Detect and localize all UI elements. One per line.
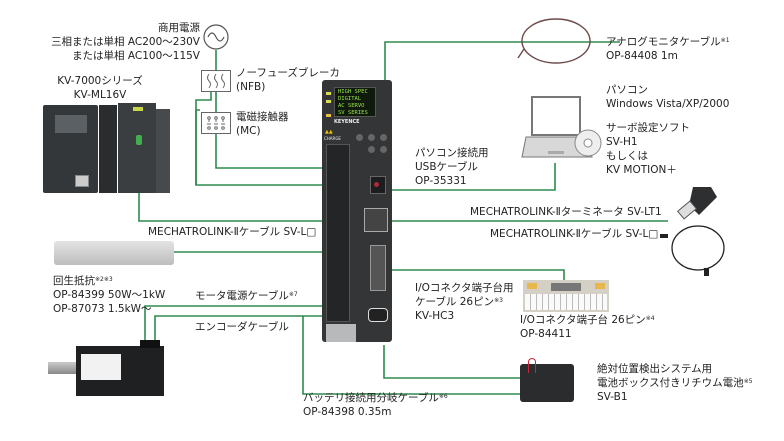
wire-battery-branch [302, 316, 520, 395]
wire-amp-battery [383, 345, 520, 379]
contactor-icon [201, 112, 231, 134]
wire-encoder [154, 315, 348, 342]
power-supply-spec-2: または単相 AC100〜115V [72, 50, 200, 62]
mc-abbr: (MC) [236, 125, 261, 137]
io-terminal-image [523, 280, 609, 312]
battery-name: 絶対位置検出システム用 [597, 363, 713, 375]
battery-model: SV-B1 [597, 391, 628, 403]
amp-button-enter[interactable] [380, 146, 387, 153]
amp-button-set[interactable] [380, 134, 387, 141]
servo-amplifier-image: HIGH SPEC DIGITAL AC SERVO SV SERIES KEY… [322, 80, 392, 348]
analog-cable-name-text: アナログモニタケーブル [606, 36, 721, 48]
amp-charge-label: CHARGE [324, 136, 341, 141]
mc-label: 電磁接触器 [236, 111, 289, 123]
wire-mc-main [215, 130, 348, 169]
lcd-line-2: DIGITAL [338, 96, 362, 102]
battery-cable-name: バッテリ接続用分岐ケーブル※6 [303, 391, 448, 405]
power-supply-title: 商用電源 [158, 22, 200, 34]
regen-resistor-name-text: 回生抵抗 [53, 275, 95, 287]
wire-nfb-control [195, 90, 348, 186]
analog-cable-name: アナログモニタケーブル※1 [606, 35, 730, 49]
io-terminal-note: ※4 [645, 315, 655, 322]
usb-cable-name-2: USBケーブル [415, 161, 478, 173]
regen-resistor-name: 回生抵抗※2※3 [53, 274, 113, 288]
pc-os: Windows Vista/XP/2000 [606, 98, 730, 110]
amp-brand: KEYENCE [334, 119, 360, 125]
lcd-line-4: SV SERIES [338, 110, 368, 116]
analog-cable-image [517, 18, 591, 64]
io-terminal-name: I/Oコネクタ端子台 26ピン※4 [520, 313, 655, 327]
amp-lcd-display: HIGH SPEC DIGITAL AC SERVO SV SERIES [334, 87, 376, 117]
servo-motor-image [48, 340, 168, 398]
plc-series: KV-7000シリーズ [57, 75, 143, 87]
laptop-image [521, 96, 602, 158]
battery-image [518, 356, 576, 402]
software-name: サーボ設定ソフト [606, 122, 690, 134]
battery-name-2-text: 電池ボックス付きリチウム電池 [597, 377, 744, 389]
analog-cable-note: ※1 [720, 37, 730, 44]
motor-power-cable-note: ※7 [288, 291, 298, 298]
wire-plc-bracket [195, 109, 200, 185]
nfb-label: ノーフューズブレーカ [236, 67, 340, 79]
battery-name-2: 電池ボックス付きリチウム電池※5 [597, 376, 753, 390]
amp-button-mode[interactable] [356, 134, 363, 141]
regen-resistor-image [54, 241, 174, 265]
analog-cable-model: OP-84408 1m [606, 50, 678, 62]
ml-terminator-label: MECHATROLINK-Ⅱターミネータ SV-LT1 [470, 206, 662, 218]
software-or: もしくは [606, 150, 648, 162]
battery-cable-model: OP-84398 0.35m [303, 406, 392, 418]
wire-analog-monitor [384, 41, 620, 80]
io-cable-note: ※3 [494, 297, 503, 304]
wire-motor-power [144, 305, 348, 342]
plc-unit-image [43, 103, 171, 196]
ml-cable-image [660, 225, 725, 276]
lcd-line-3: AC SERVO [338, 103, 365, 109]
io-terminal-model: OP-84411 [520, 328, 572, 340]
io-cable-name: I/Oコネクタ端子台用 [415, 282, 514, 294]
regen-resistor-note: ※2※3 [95, 276, 113, 283]
pc-name: パソコン [606, 84, 648, 96]
usb-cable-model: OP-35331 [415, 175, 467, 187]
io-cable-model: KV-HC3 [415, 310, 455, 322]
breaker-icon [201, 70, 231, 92]
usb-cable-name: パソコン接続用 [415, 147, 489, 159]
motor-power-cable-label: モータ電源ケーブル※7 [195, 289, 298, 303]
wire-usb [378, 163, 556, 191]
ml-cable-left-label: MECHATROLINK-Ⅱケーブル SV-L□ [148, 226, 317, 238]
regen-resistor-model-2: OP-87073 1.5kW〜 [53, 303, 152, 315]
lcd-line-1: HIGH SPEC [338, 89, 368, 95]
amp-button-down[interactable] [368, 146, 375, 153]
regen-resistor-model-1: OP-84399 50W〜1kW [53, 289, 166, 301]
battery-cable-name-text: バッテリ接続用分岐ケーブル [303, 392, 439, 404]
software-model-2: KV MOTION＋ [606, 164, 677, 176]
warning-icon: ▲▲ [325, 129, 333, 135]
ml-cable-right-label: MECHATROLINK-Ⅱケーブル SV-L□ [490, 228, 659, 240]
nfb-abbr: (NFB) [236, 81, 266, 93]
io-cable-name-2-text: ケーブル 26ピン [415, 296, 495, 308]
io-terminal-name-text: I/Oコネクタ端子台 26ピン [520, 314, 646, 326]
ac-sine-icon [203, 24, 229, 50]
power-supply-spec-1: 三相または単相 AC200〜230V [51, 36, 200, 48]
battery-note: ※5 [743, 378, 753, 385]
encoder-cable-label: エンコーダケーブル [195, 321, 289, 333]
amp-button-up[interactable] [368, 134, 375, 141]
battery-cable-note: ※6 [438, 393, 448, 400]
io-cable-name-2: ケーブル 26ピン※3 [415, 295, 503, 309]
software-model-1: SV-H1 [606, 136, 638, 148]
motor-power-cable-name: モータ電源ケーブル [195, 290, 289, 302]
terminator-image [676, 187, 717, 220]
plc-model: KV-ML16V [73, 89, 127, 101]
